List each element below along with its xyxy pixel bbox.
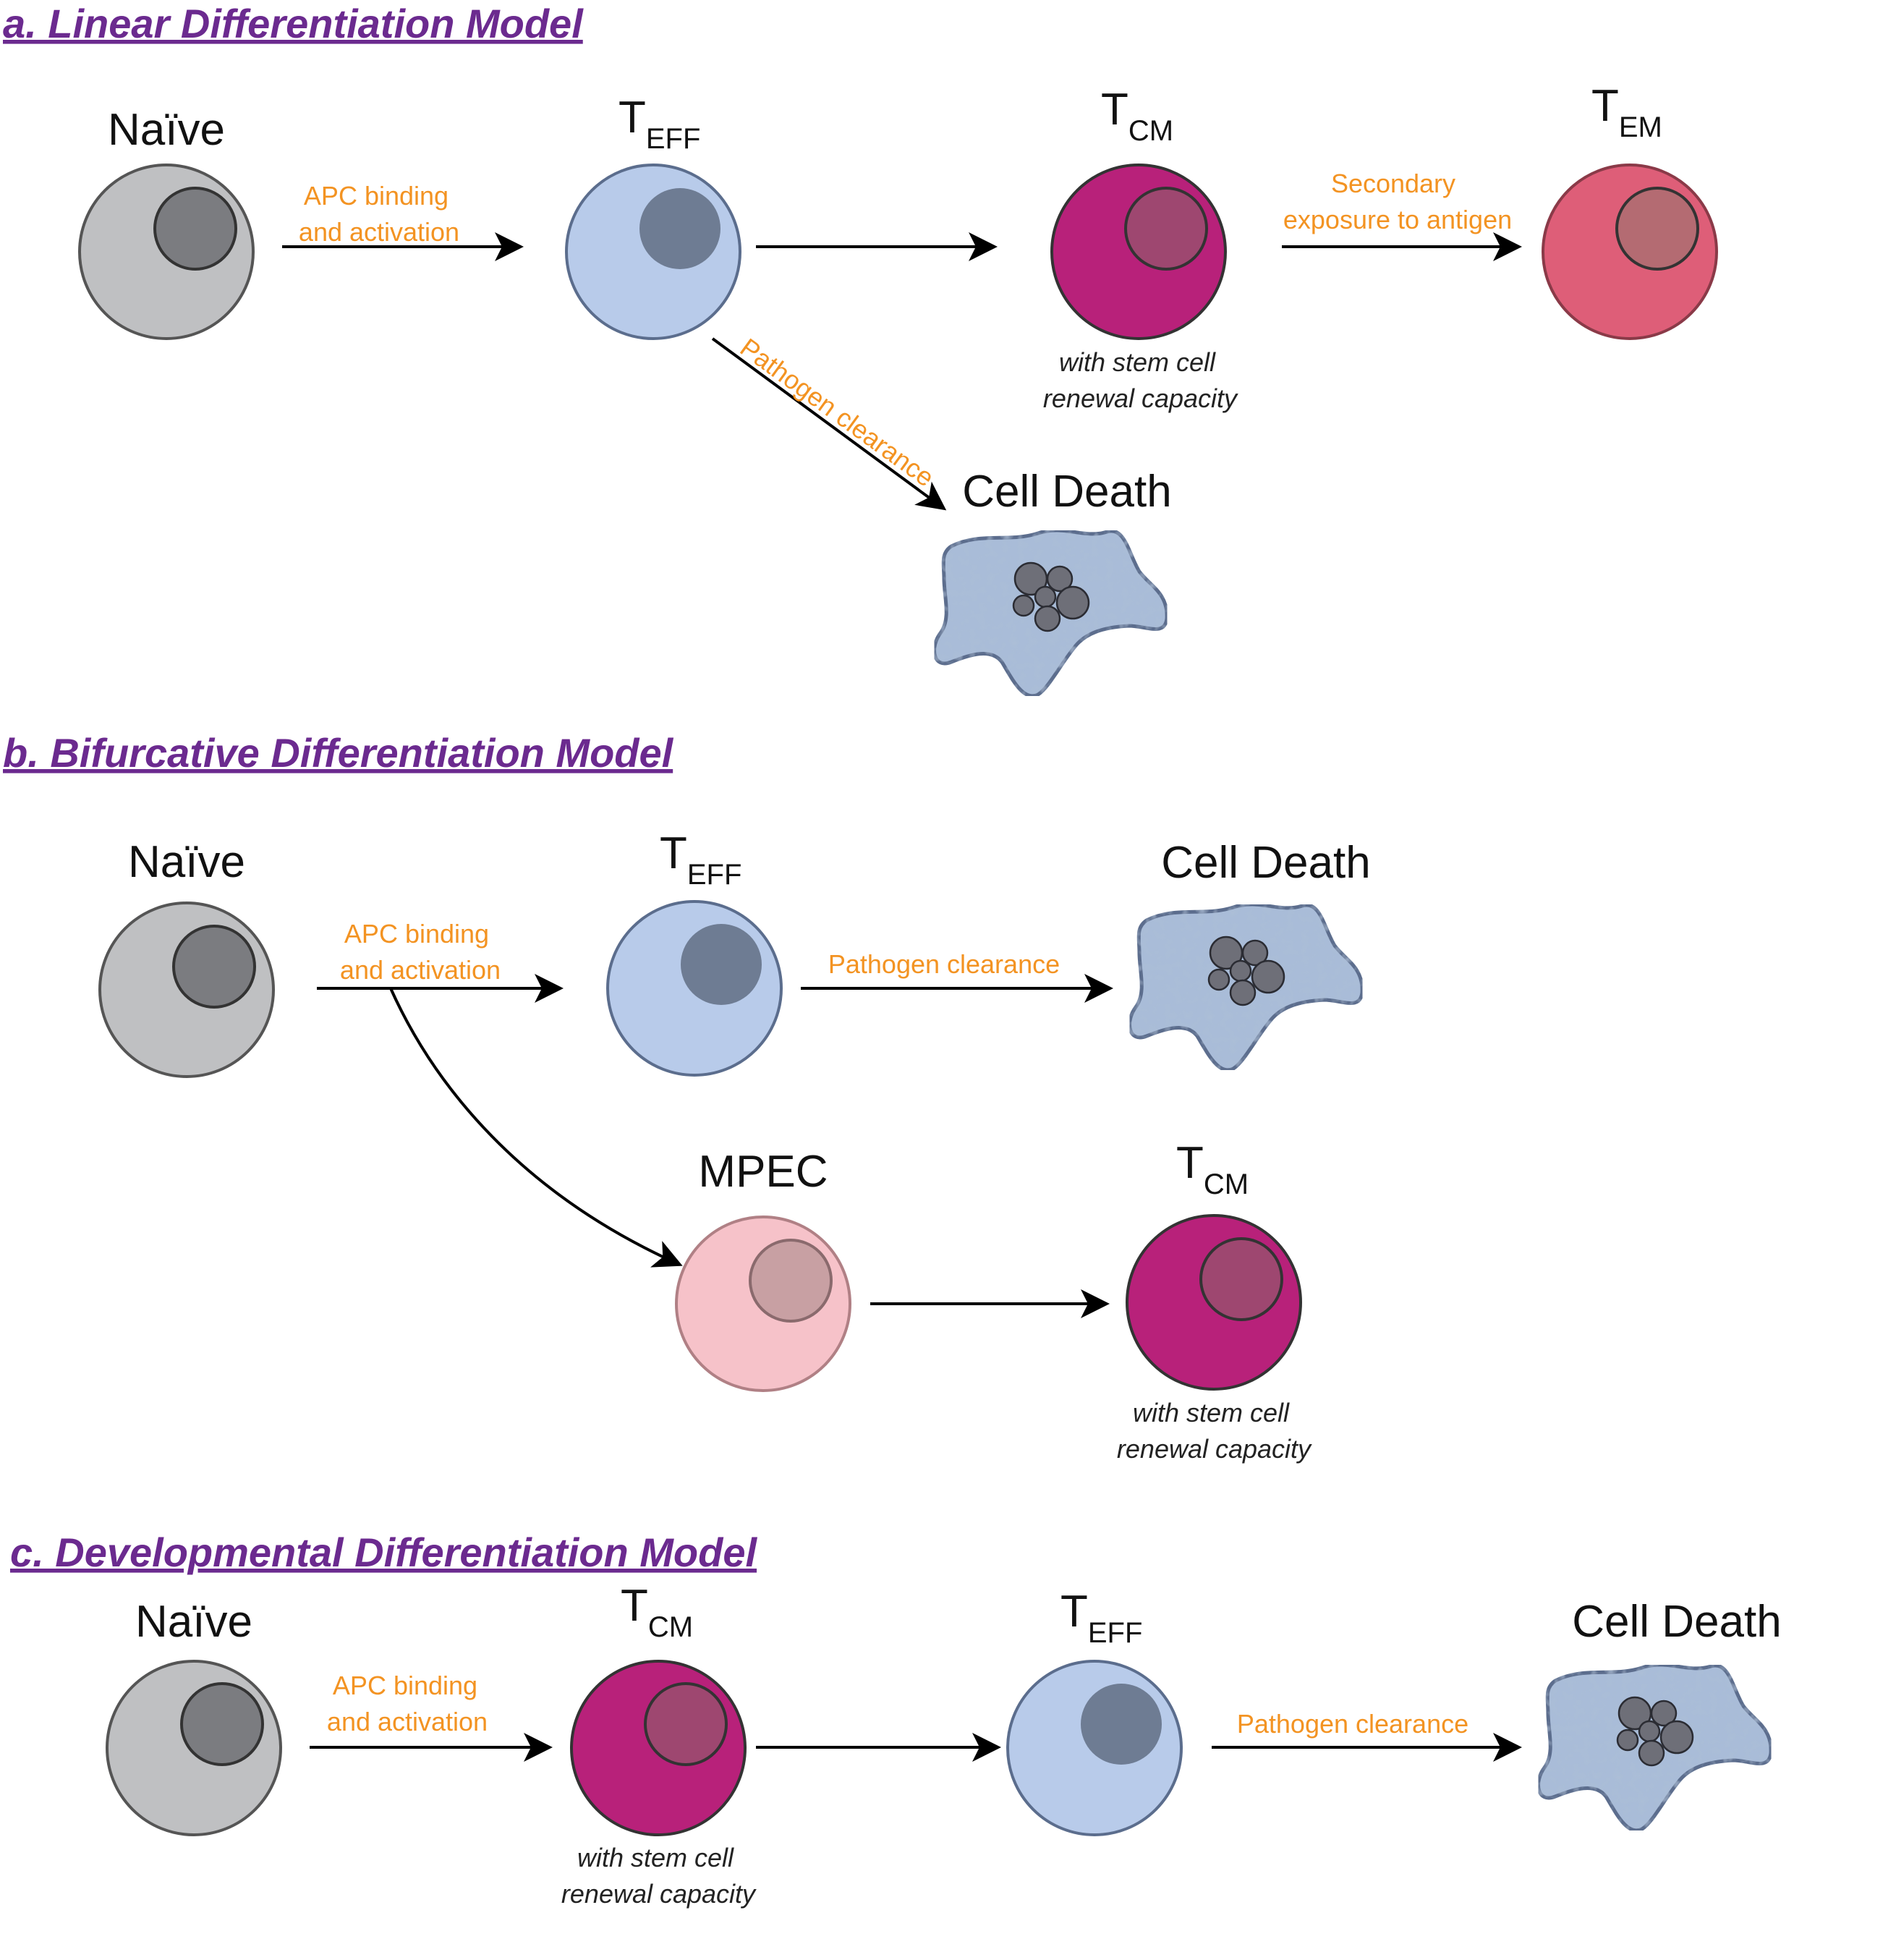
panel-b-dead-cell — [1130, 904, 1363, 1070]
panel-a-arrow-teff-death — [711, 337, 947, 511]
panel-b-apc-label-1: APC binding — [344, 919, 489, 949]
panel-b-tcm-note-2: renewal capacity — [1117, 1434, 1312, 1464]
panel-c-tcm-label: TCM — [621, 1581, 693, 1643]
panel-a-teff-label: TEFF — [618, 93, 700, 155]
panel-c-title: c. Developmental Differentiation Model — [10, 1530, 757, 1575]
panel-b-pathogen-label: Pathogen clearance — [828, 949, 1060, 979]
panel-a-secondary-label-1: Secondary — [1331, 169, 1455, 198]
panel-b-naive-label: Naïve — [128, 837, 245, 887]
panel-c-apc-label-2: and activation — [327, 1707, 488, 1736]
panel-b-mpec-label: MPEC — [698, 1147, 828, 1197]
panel-c-naive-cell — [106, 1660, 282, 1836]
panel-a-pathogen-label: Pathogen clearance — [735, 332, 940, 492]
panel-c: c. Developmental Differentiation Model N… — [10, 1530, 1782, 1909]
panel-c-tcm-note-2: renewal capacity — [561, 1879, 757, 1909]
panel-a-title: a. Linear Differentiation Model — [3, 1, 584, 46]
panel-c-tcm-cell — [570, 1660, 747, 1836]
panel-c-apc-label-1: APC binding — [333, 1671, 477, 1700]
panel-b-tcm-note-1: with stem cell — [1133, 1398, 1290, 1427]
panel-c-teff-cell — [1006, 1660, 1183, 1836]
panel-b-title: b. Bifurcative Differentiation Model — [3, 730, 674, 776]
panel-b-tcm-cell — [1126, 1214, 1302, 1391]
panel-c-dead-cell — [1539, 1665, 1772, 1830]
panel-a-dead-cell — [935, 530, 1168, 696]
panel-a-secondary-label-2: exposure to antigen — [1283, 205, 1512, 234]
panel-a: a. Linear Differentiation Model Naïve AP… — [3, 1, 1718, 696]
panel-b-teff-cell — [606, 900, 783, 1077]
panel-a-teff-cell — [565, 164, 741, 340]
panel-b-apc-label-2: and activation — [340, 955, 501, 985]
panel-b-arrow-naive-mpec — [389, 988, 683, 1268]
panel-a-tcm-note-1: with stem cell — [1059, 347, 1216, 377]
panel-a-naive-cell — [78, 164, 255, 340]
panel-c-pathogen-label: Pathogen clearance — [1237, 1709, 1468, 1739]
panel-a-naive-label: Naïve — [108, 105, 225, 155]
panel-b-mpec-cell — [675, 1216, 851, 1392]
panel-c-death-label: Cell Death — [1572, 1597, 1781, 1647]
panel-a-tcm-label: TCM — [1101, 85, 1173, 147]
panel-a-apc-label-1: APC binding — [304, 181, 449, 211]
panel-b-naive-cell — [98, 901, 275, 1078]
panel-b: b. Bifurcative Differentiation Model Naï… — [3, 730, 1371, 1464]
panel-b-teff-label: TEFF — [660, 828, 741, 891]
panel-a-tem-label: TEM — [1591, 81, 1662, 143]
panel-b-tcm-label: TCM — [1176, 1138, 1249, 1200]
panel-a-tem-cell — [1542, 164, 1718, 340]
panel-c-naive-label: Naïve — [135, 1597, 252, 1647]
panel-c-tcm-note-1: with stem cell — [577, 1843, 734, 1872]
panel-a-apc-label-2: and activation — [299, 217, 459, 247]
panel-c-teff-label: TEFF — [1060, 1587, 1142, 1649]
panel-a-tcm-cell — [1050, 164, 1227, 340]
panel-a-tcm-note-2: renewal capacity — [1043, 383, 1238, 413]
panel-b-death-label: Cell Death — [1161, 838, 1370, 888]
panel-a-death-label: Cell Death — [962, 467, 1171, 517]
